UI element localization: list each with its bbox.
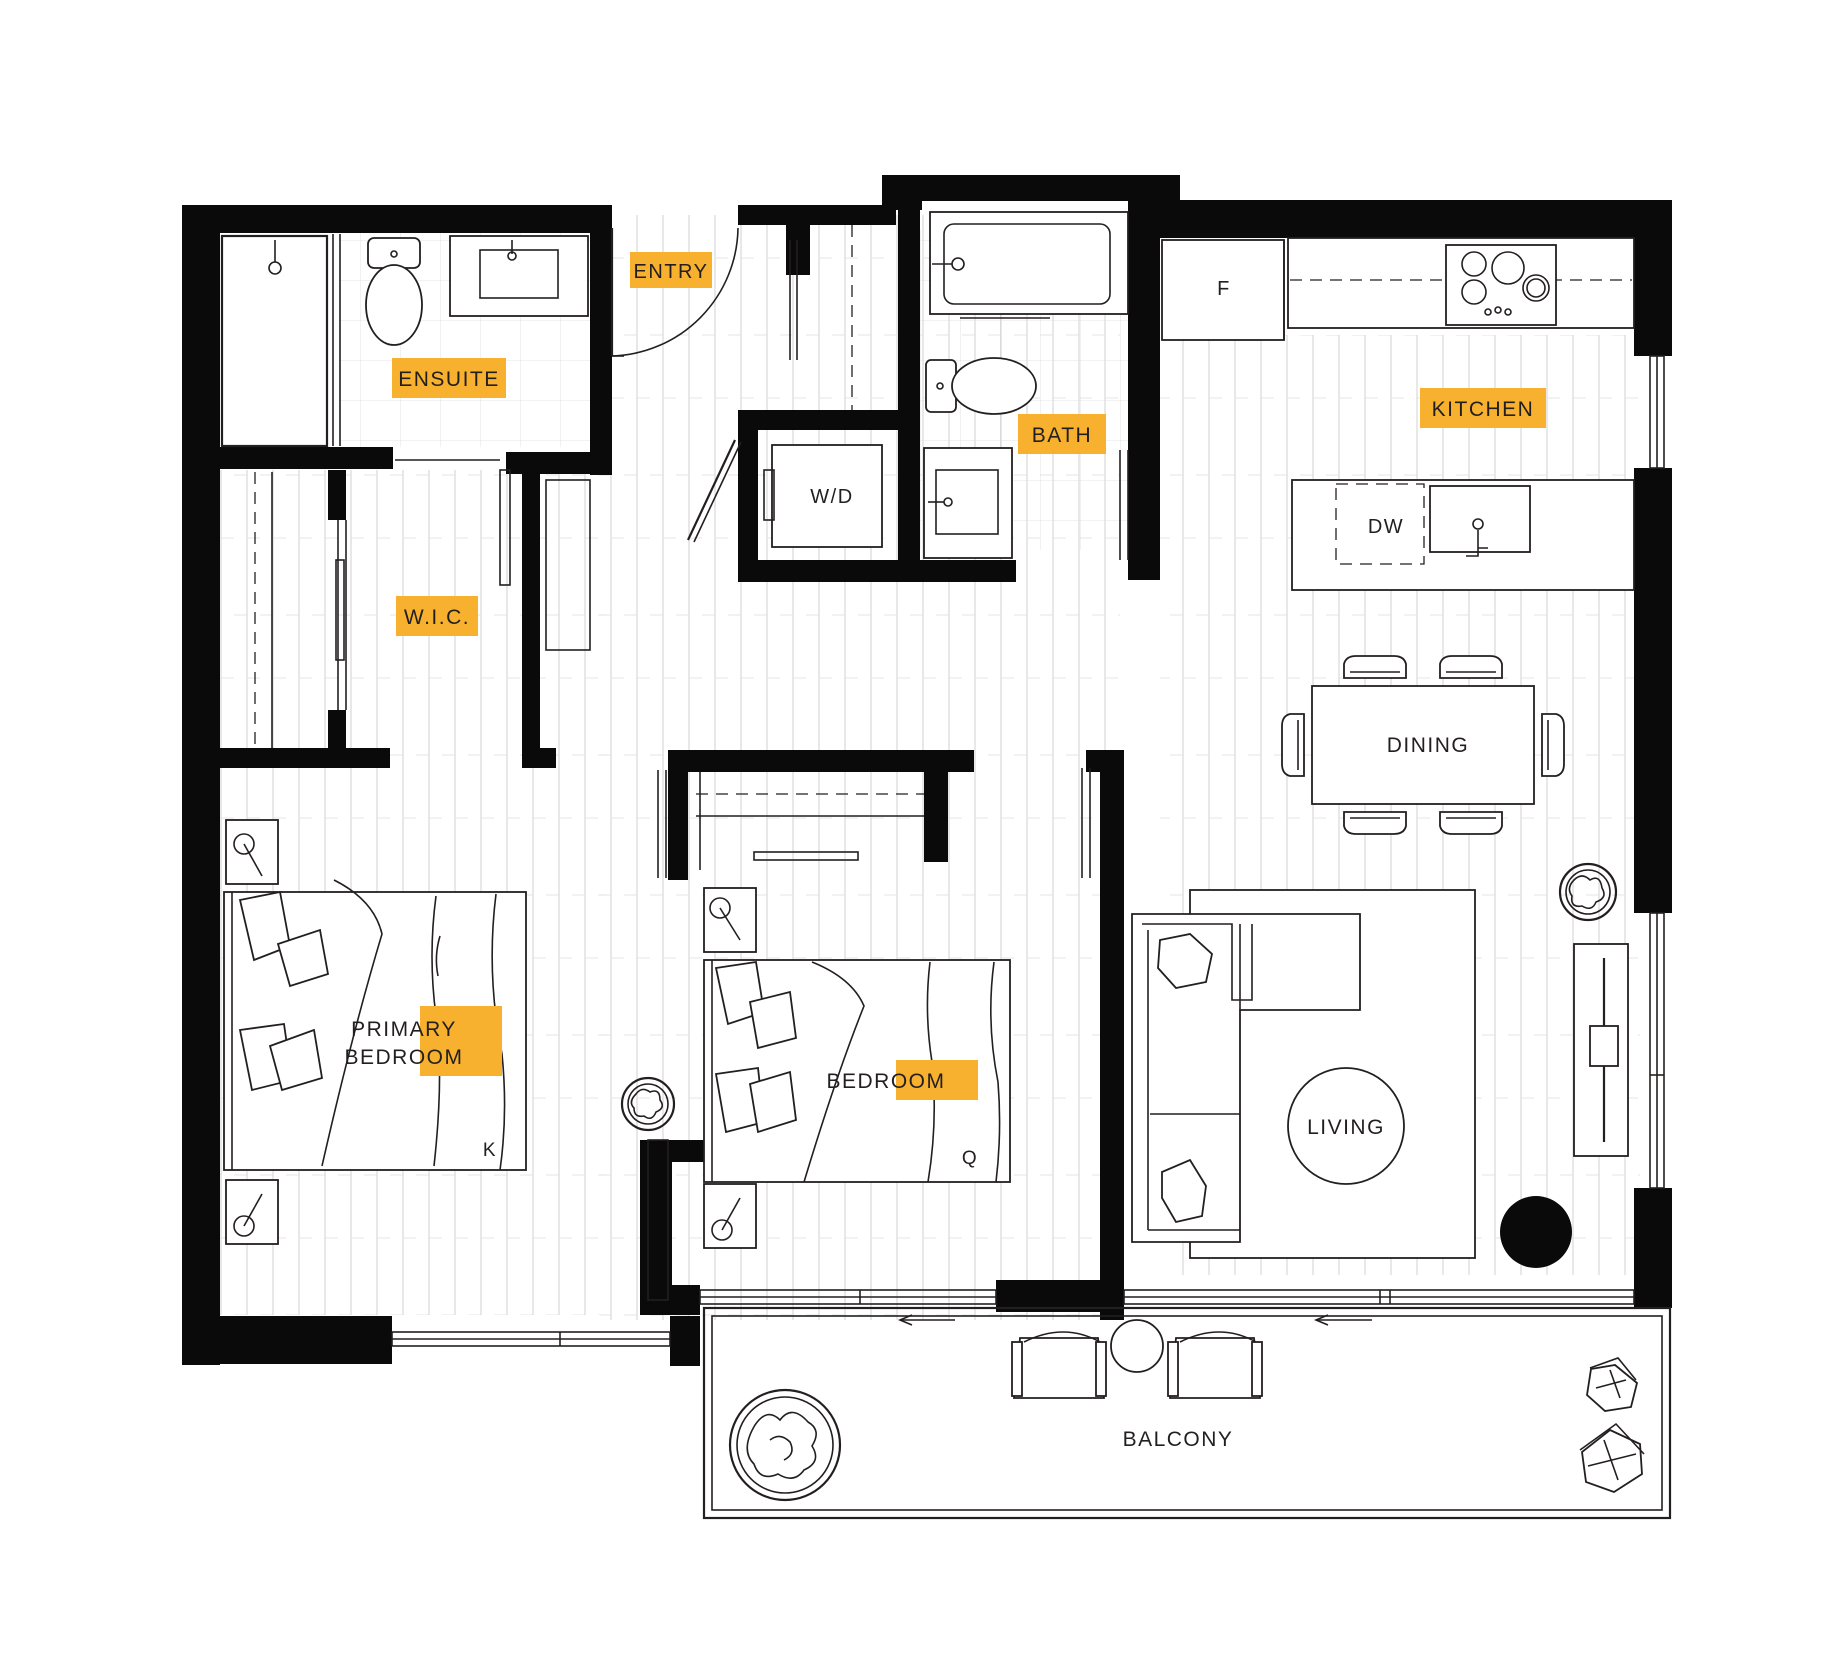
coffee-table bbox=[1287, 1067, 1405, 1185]
sink-icon bbox=[449, 235, 589, 317]
balcony bbox=[702, 1306, 1672, 1520]
sectional-sofa bbox=[1131, 913, 1361, 1243]
plant-icon bbox=[1586, 1357, 1639, 1412]
plant-icon bbox=[620, 1076, 676, 1132]
washer-dryer-icon bbox=[687, 439, 883, 548]
label-highlight bbox=[420, 1006, 502, 1076]
label-bed-queen: Q bbox=[962, 1148, 978, 1169]
balcony-side-table bbox=[1110, 1319, 1164, 1373]
sink-icon bbox=[1429, 485, 1531, 557]
floor-lamp-icon bbox=[1500, 1196, 1572, 1268]
label-ensuite: ENSUITE bbox=[398, 368, 500, 391]
plant-icon bbox=[1558, 862, 1618, 922]
label-dw: DW bbox=[1368, 516, 1404, 538]
entry-door bbox=[610, 227, 739, 357]
label-bath: BATH bbox=[1032, 424, 1092, 447]
entry-closet bbox=[789, 225, 853, 410]
nightstand bbox=[225, 1179, 279, 1245]
cooktop-icon bbox=[1445, 244, 1557, 326]
plant-icon bbox=[1579, 1422, 1645, 1493]
ensuite-fixtures bbox=[220, 234, 589, 461]
label-highlight bbox=[1420, 388, 1546, 428]
nightstand bbox=[225, 819, 279, 885]
label-primary-line2: BEDROOM bbox=[344, 1046, 463, 1069]
kitchen-island bbox=[1291, 479, 1635, 591]
planter-icon bbox=[728, 1388, 842, 1502]
nightstand bbox=[703, 1183, 757, 1249]
wic-shelving bbox=[254, 469, 591, 748]
label-highlight bbox=[630, 252, 712, 288]
label-highlight bbox=[896, 1060, 978, 1100]
label-entry: ENTRY bbox=[634, 261, 709, 283]
interior-doors bbox=[1081, 768, 1091, 878]
label-wic: W.I.C. bbox=[404, 606, 470, 629]
label-bedroom: BEDROOM bbox=[826, 1070, 945, 1093]
windows bbox=[391, 355, 1665, 1347]
dining-set bbox=[1281, 655, 1565, 835]
room-labels: ENSUITE ENTRY BATH KITCHEN W.I.C. PRIMAR… bbox=[344, 252, 1546, 1451]
label-kitchen: KITCHEN bbox=[1432, 398, 1535, 421]
nightstand bbox=[703, 887, 757, 953]
label-highlight bbox=[1018, 414, 1106, 454]
toilet-icon bbox=[925, 357, 1037, 415]
label-wd: W/D bbox=[810, 486, 853, 508]
toilet-icon bbox=[365, 237, 423, 346]
sink-icon bbox=[923, 447, 1013, 559]
living-furniture bbox=[1131, 862, 1629, 1268]
label-bed-king: K bbox=[483, 1140, 497, 1161]
label-living: LIVING bbox=[1307, 1116, 1385, 1139]
bathtub-icon bbox=[929, 211, 1129, 319]
kitchen-fixtures bbox=[1161, 237, 1635, 591]
walls bbox=[182, 175, 1672, 1366]
label-dining: DINING bbox=[1387, 734, 1470, 757]
balcony-chair bbox=[1011, 1331, 1107, 1399]
label-highlight bbox=[396, 596, 478, 636]
media-unit bbox=[1573, 943, 1629, 1157]
label-fridge: F bbox=[1217, 278, 1231, 300]
label-highlight bbox=[392, 358, 506, 398]
balcony-chair bbox=[1167, 1331, 1263, 1399]
label-balcony: BALCONY bbox=[1123, 1428, 1234, 1451]
label-primary-line1: PRIMARY bbox=[351, 1018, 457, 1041]
bath-fixtures bbox=[923, 211, 1129, 560]
